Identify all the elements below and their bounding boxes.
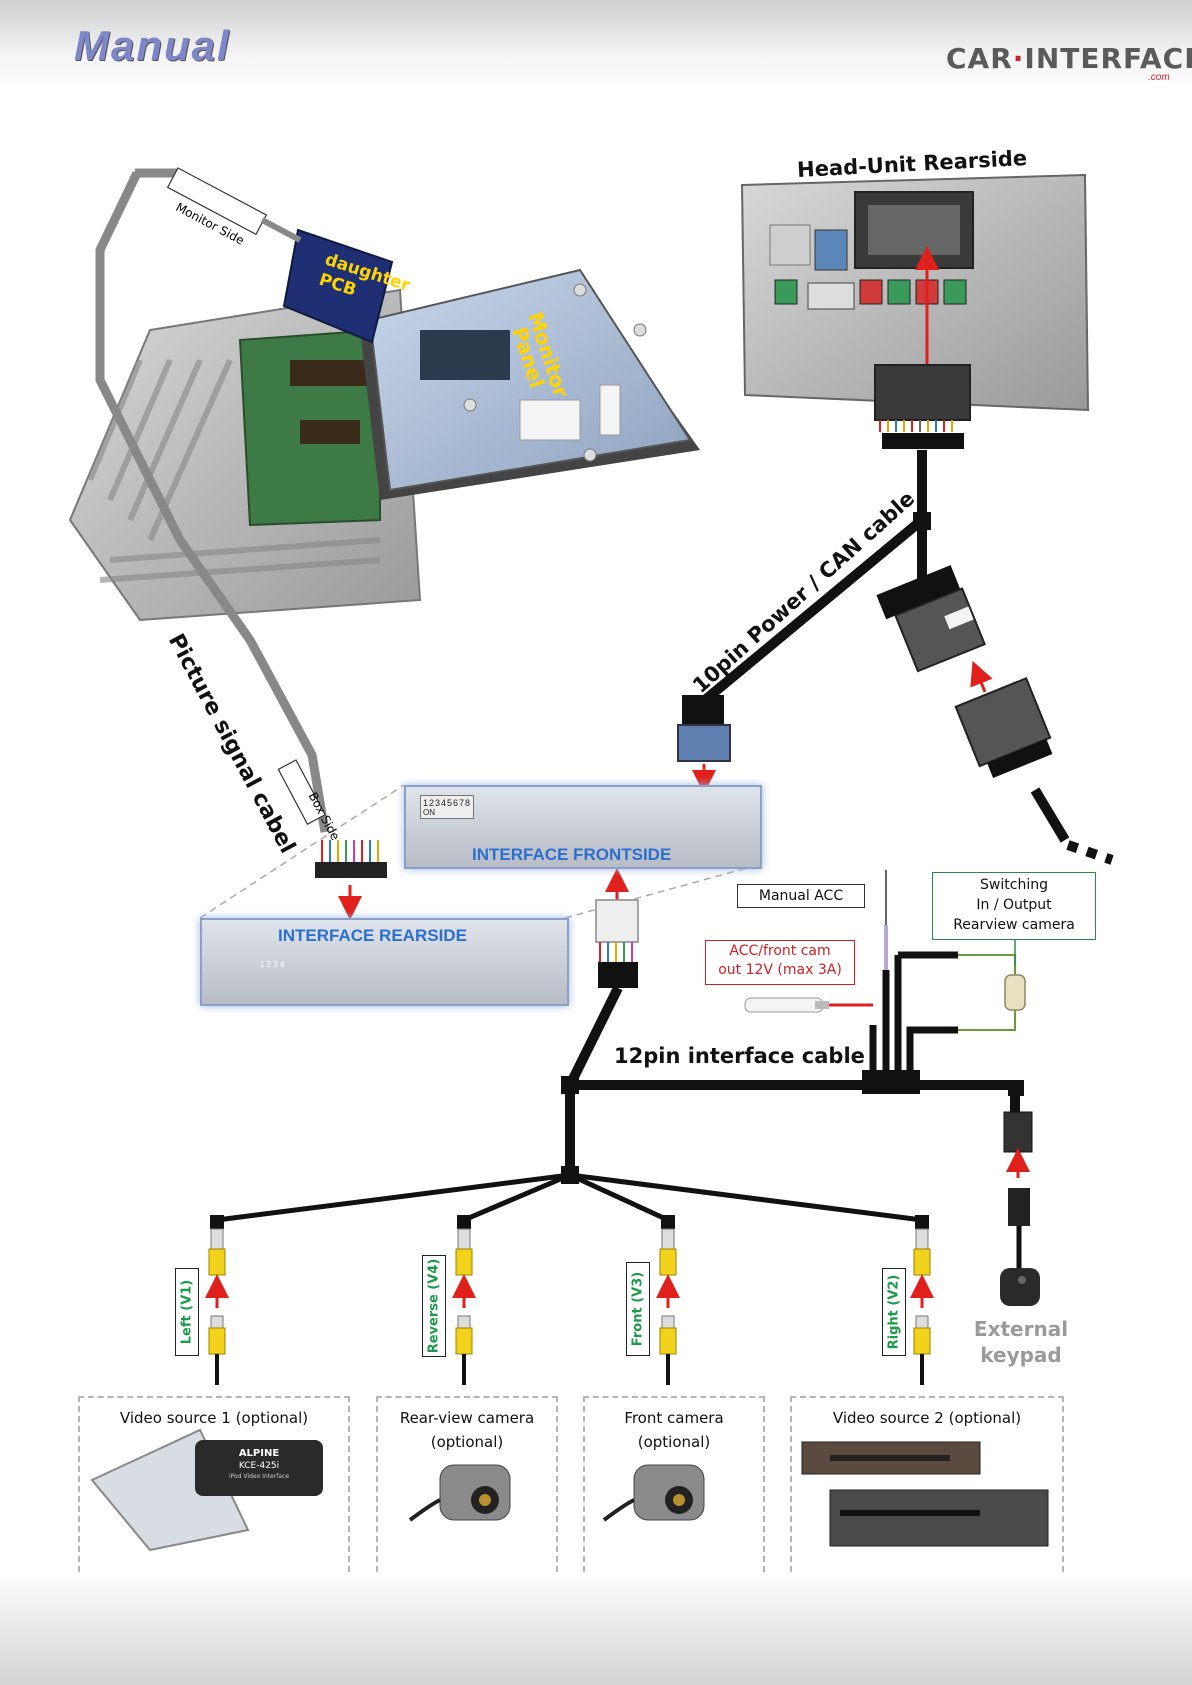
source-title-front-camera: Front camera(optional): [624, 1409, 724, 1451]
video-source-2-device: [801, 1441, 1049, 1547]
interface-rearside-board: INTERFACE REARSIDE 1 2 3 4: [200, 918, 569, 1006]
input-label-left: Left (V1): [175, 1268, 199, 1356]
input-label-reverse: Reverse (V4): [422, 1255, 446, 1357]
video-source-1-device: ALPINE KCE-425i iPod Video Interface: [90, 1428, 323, 1552]
interface-12pin-cable-label: 12pin interface cable: [614, 1044, 865, 1068]
footer-band: [0, 1570, 1192, 1685]
dip-switch-front: 12345678 ON: [420, 795, 474, 819]
picture-signal-cable: [95, 171, 330, 833]
page-title: Manual: [74, 22, 231, 69]
head-unit-rearside: [740, 173, 1090, 449]
interface-rearside-label: INTERFACE REARSIDE: [278, 926, 467, 945]
input-label-right: Right (V2): [882, 1268, 906, 1356]
rca-right: [910, 1215, 934, 1385]
kce-sub: iPod Video Interface: [229, 1473, 289, 1480]
rear-camera-device: [408, 1464, 511, 1522]
front-camera-device: [602, 1464, 705, 1522]
source-box-front-camera: Front camera(optional): [583, 1396, 765, 1572]
rca-left: [205, 1215, 229, 1385]
source-title-video-1: Video source 1 (optional): [119, 1409, 309, 1427]
source-title-rear-camera: Rear-view camera(optional): [399, 1409, 535, 1451]
source-title-video-2: Video source 2 (optional): [832, 1409, 1022, 1427]
monitor-assembly: daughter PCB Monitor Panel: [68, 228, 700, 622]
dip-switch-rear: 1 2 3 4: [260, 960, 285, 969]
source-box-rear-camera: Rear-view camera(optional): [376, 1396, 558, 1572]
header-band: [0, 0, 1192, 92]
brand-logo: CAR·INTERFACE: [946, 42, 1192, 75]
brand-logo-suffix: .com: [1148, 72, 1170, 83]
kce-model: KCE-425i: [239, 1461, 279, 1471]
source-box-video-1: Video source 1 (optional): [78, 1396, 350, 1572]
interface-frontside-label: INTERFACE FRONTSIDE: [472, 845, 672, 864]
input-label-front: Front (V3): [626, 1262, 650, 1356]
interface-frontside-board: 12345678 ON INTERFACE FRONTSIDE: [404, 785, 762, 869]
kce-brand: ALPINE: [239, 1448, 280, 1459]
rca-reverse: [452, 1215, 476, 1385]
manual-acc-label: Manual ACC: [737, 884, 865, 908]
rca-front: [656, 1215, 680, 1385]
source-box-video-2: Video source 2 (optional): [790, 1396, 1064, 1572]
